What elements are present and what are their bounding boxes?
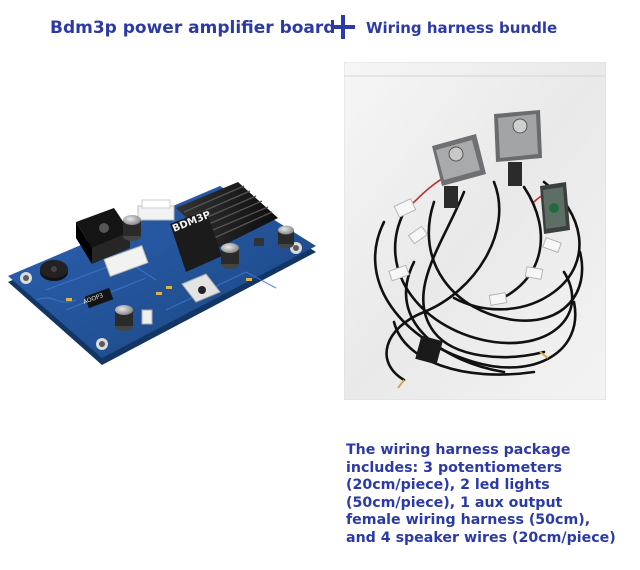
caption-line: female wiring harness (50cm),	[346, 512, 591, 529]
bundle-title: Wiring harness bundle	[366, 19, 558, 37]
header: Bdm3p power amplifier board Wiring harne…	[0, 12, 640, 44]
product-title: Bdm3p power amplifier board	[50, 18, 336, 38]
plus-icon	[331, 15, 355, 39]
caption-line: (20cm/piece), 2 led lights	[346, 477, 550, 494]
caption-line: (50cm/piece), 1 aux output	[346, 494, 563, 511]
amplifier-board-image: BDM3P AOOP3	[8, 182, 316, 365]
caption-line: The wiring harness package	[346, 442, 571, 458]
bundle-description: The wiring harness package includes: 3 p…	[346, 442, 636, 548]
caption-line: and 4 speaker wires (20cm/piece)	[346, 529, 616, 546]
caption-line: includes: 3 potentiometers	[346, 459, 563, 476]
wiring-harness-image	[344, 62, 606, 400]
